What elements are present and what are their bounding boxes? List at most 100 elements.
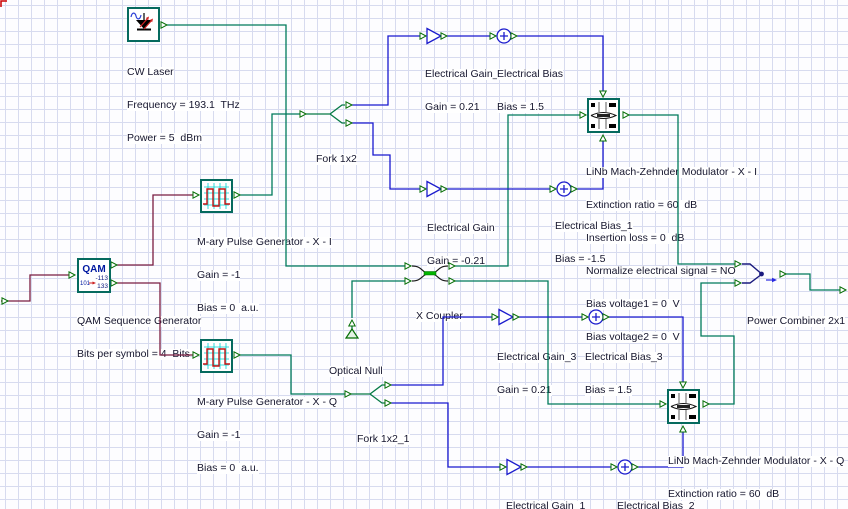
port-icon <box>384 398 393 408</box>
port-icon <box>598 133 608 142</box>
grid-icon <box>204 183 229 209</box>
port-icon <box>233 190 242 200</box>
qam-icon-level-top: -113 <box>95 275 108 282</box>
port-icon <box>598 90 608 99</box>
port-icon <box>440 31 449 41</box>
port-icon <box>192 350 201 360</box>
pulse-wave-icon <box>203 188 230 207</box>
port-glyphs <box>1 20 848 472</box>
electrical-gain-3[interactable] <box>498 308 515 326</box>
qam-seq-label: QAM Sequence Generator Bits per symbol =… <box>77 315 202 360</box>
fork-1x2[interactable] <box>306 104 345 124</box>
gain-label: Electrical Gain Gain = -0.21 <box>427 222 495 267</box>
electrical-bias-1[interactable] <box>556 181 572 197</box>
wire-bias2-to-mzm-q-bottom[interactable] <box>638 432 684 468</box>
wire-fork2-to-gain3[interactable] <box>391 316 492 386</box>
coupler-center-bar <box>423 271 437 276</box>
optical-null-label: Optical Null <box>329 365 383 377</box>
fork-1x2-1[interactable] <box>351 384 385 404</box>
port-icon <box>631 462 640 472</box>
port-icon <box>570 184 579 194</box>
pulse-wave-icon <box>203 348 230 367</box>
electrical-gain-2[interactable] <box>426 27 443 45</box>
electrical-gain-1[interactable] <box>506 458 523 476</box>
arrow-head-icon <box>772 277 777 283</box>
qam-icon-title: QAM <box>82 264 105 275</box>
wire-fork2-to-gain1[interactable] <box>391 402 500 468</box>
wire-qam-to-mary-i[interactable] <box>117 194 193 266</box>
wire-laser-to-coupler[interactable] <box>167 24 405 267</box>
port-icon <box>110 278 119 288</box>
port-icon <box>1 296 10 306</box>
arrow-icon <box>92 281 96 285</box>
port-icon <box>520 462 529 472</box>
port-icon <box>499 462 508 472</box>
amplifier-icon <box>506 458 523 476</box>
port-icon <box>347 318 357 327</box>
wire-coupler-to-mzm-i[interactable] <box>455 114 580 267</box>
wire-mary-i-to-fork1[interactable] <box>240 113 300 196</box>
wire-null-to-coupler[interactable] <box>351 280 405 318</box>
wire-mary-q-to-fork2[interactable] <box>240 354 345 395</box>
gain3-label: Electrical Gain_3 Gain = 0.21 <box>497 351 577 396</box>
emission-arrows-icon <box>139 17 153 30</box>
amplifier-icon <box>498 308 515 326</box>
port-icon <box>299 109 308 119</box>
qam-seq-icon[interactable]: QAM 101 -113 133 <box>77 258 111 293</box>
mzm-i-icon[interactable] <box>587 98 620 133</box>
port-icon <box>160 20 169 30</box>
wire-mzm-q-to-combiner[interactable] <box>700 282 735 405</box>
wire-mzm-i-to-combiner[interactable] <box>629 114 735 265</box>
bias2-label: Electrical Bias_2 Bias = -1.5 <box>617 479 695 509</box>
port-icon <box>110 260 119 270</box>
port-icon <box>659 399 668 409</box>
power-combiner[interactable] <box>742 263 777 284</box>
port-icon <box>549 184 558 194</box>
wire-combiner-output[interactable] <box>786 273 840 291</box>
electrode-icon <box>598 102 607 129</box>
wire-input-to-qam[interactable] <box>1 274 69 302</box>
mzm-q-icon[interactable] <box>667 389 700 424</box>
amplifier-icon <box>426 27 443 45</box>
wire-bias3-to-mzm-q-top[interactable] <box>609 316 684 382</box>
qam-icon-level-bottom: 133 <box>97 283 108 290</box>
port-icon <box>404 261 413 271</box>
wire-bias-to-mzm-i-top[interactable] <box>517 35 604 91</box>
port-icon <box>489 31 498 41</box>
electrical-bias[interactable] <box>496 28 512 44</box>
x-coupler[interactable] <box>411 265 449 282</box>
bias-label: Electrical Bias Bias = 1.5 <box>497 68 563 113</box>
port-icon <box>579 110 588 120</box>
fork1-label: Fork 1x2 <box>316 153 357 165</box>
x-coupler-label: X Coupler <box>416 310 463 322</box>
port-icon <box>440 184 449 194</box>
mzm-q-label: LiNb Mach-Zehnder Modulator - X - Q Exti… <box>668 455 845 500</box>
electrical-gain[interactable] <box>426 180 443 198</box>
wire-fork1-to-gain[interactable] <box>352 122 420 190</box>
cw-laser-icon[interactable] <box>127 7 160 42</box>
mary-i-icon[interactable] <box>200 179 233 213</box>
port-icon <box>419 184 428 194</box>
power-combiner-label: Power Combiner 2x1 <box>747 315 846 327</box>
qam-icon-bits: 101 <box>80 281 91 287</box>
wire-coupler-to-mzm-q[interactable] <box>455 280 660 405</box>
wire-fork1-to-gain2[interactable] <box>352 35 420 106</box>
mary-i-label: M-ary Pulse Generator - X - I Gain = -1 … <box>197 236 332 314</box>
mary-q-icon[interactable] <box>200 339 233 373</box>
grid-icon <box>204 343 229 369</box>
electrode-icon <box>678 393 687 420</box>
port-icon <box>68 270 77 280</box>
electrical-bias-2[interactable] <box>617 459 633 475</box>
port-icon <box>512 312 521 322</box>
wire-qam-to-mary-q[interactable] <box>117 282 193 356</box>
wire-bias1-to-mzm-i-bottom[interactable] <box>577 141 604 190</box>
port-icon <box>678 424 688 433</box>
port-icon <box>734 278 743 288</box>
port-icon <box>702 399 711 409</box>
combiner-vertex <box>759 271 764 277</box>
port-icon <box>610 462 619 472</box>
electrical-bias-3[interactable] <box>588 309 604 325</box>
port-icon <box>779 269 788 279</box>
